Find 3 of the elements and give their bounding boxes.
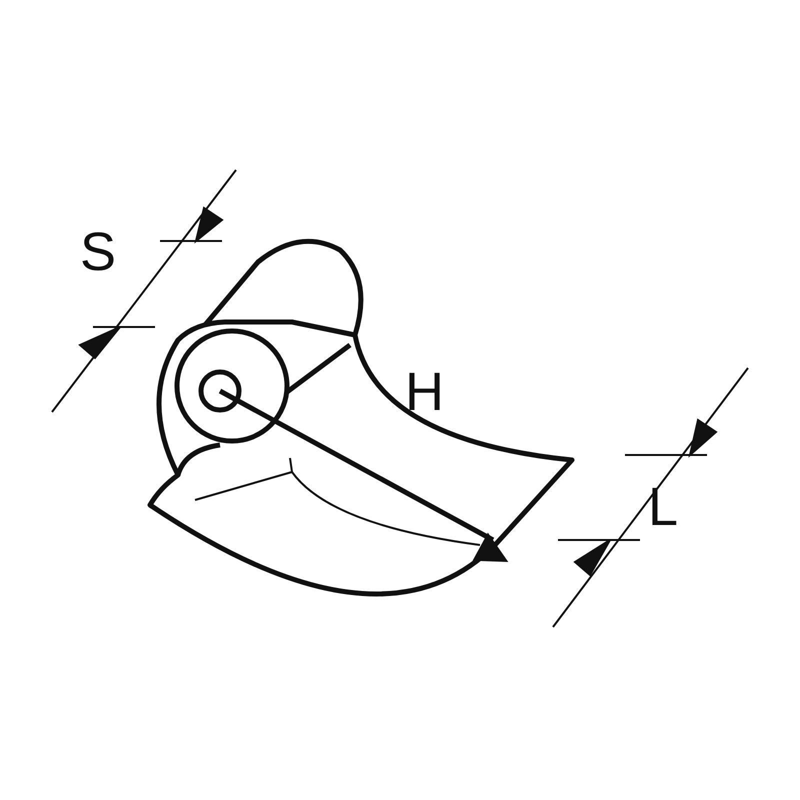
dimension-label: L (648, 480, 678, 534)
dimension-label: S (80, 225, 116, 279)
dimension-label: H (405, 365, 444, 419)
